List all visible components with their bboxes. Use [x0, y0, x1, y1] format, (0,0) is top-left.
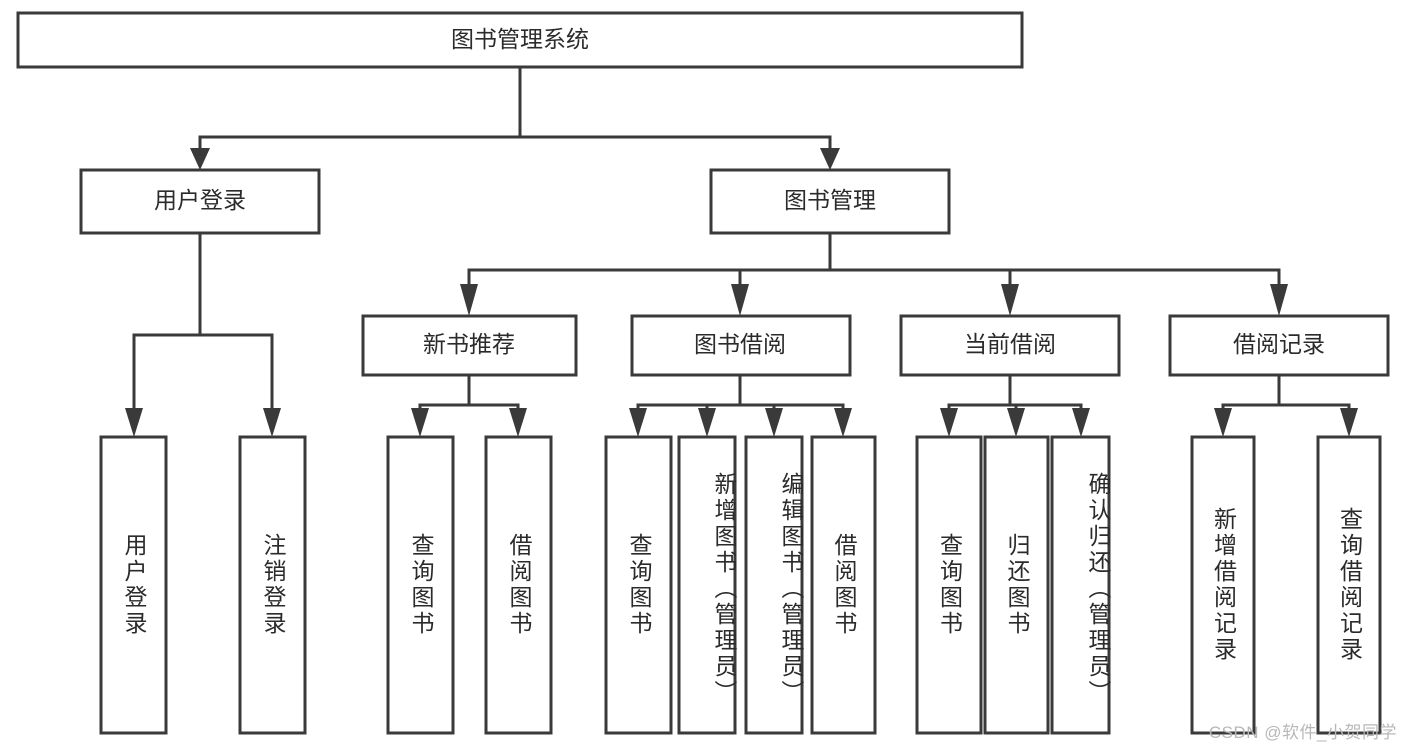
node-current-borrowing[interactable]: 当前借阅: [899, 314, 1121, 377]
node-root-label: 图书管理系统: [451, 26, 589, 52]
node-borrowing-record-label: 借阅记录: [1233, 331, 1325, 357]
arrow-head-borrow-leaf-4: [834, 408, 852, 437]
csdn-watermark: CSDN @软件_小贺同学: [1208, 723, 1397, 742]
node-book-management[interactable]: 图书管理: [709, 168, 951, 235]
node-new-book-recommendation[interactable]: 新书推荐: [361, 314, 578, 377]
node-borrowing-record-box[interactable]: [1168, 314, 1390, 377]
node-root-box[interactable]: [16, 11, 1024, 69]
node-root[interactable]: 图书管理系统: [16, 11, 1024, 69]
arrow-head-newbook-leaf-1: [411, 408, 429, 437]
leaf-box-query-books-current[interactable]: [915, 435, 983, 735]
arrow-head-leaf-logout: [263, 408, 281, 437]
leaf-box-add-borrow-record[interactable]: [1190, 435, 1256, 735]
node-user-login-label: 用户登录: [154, 187, 246, 213]
arrow-head-borrow-record: [1270, 284, 1288, 316]
leaf-box-add-book-admin[interactable]: [677, 435, 737, 735]
leaf-box-user-login[interactable]: [99, 435, 168, 735]
arrow-head-current-borrow: [1001, 284, 1019, 316]
node-new-book-recommendation-label: 新书推荐: [423, 331, 515, 357]
leaf-box-query-borrow-record[interactable]: [1316, 435, 1382, 735]
leaf-box-borrow-books-new[interactable]: [484, 435, 553, 735]
connector-layer: [125, 65, 1358, 437]
node-borrowing-record[interactable]: 借阅记录: [1168, 314, 1390, 377]
node-user-login[interactable]: 用户登录: [79, 168, 321, 235]
arrow-head-record-leaf-2: [1340, 408, 1358, 437]
leaf-box-edit-book-admin[interactable]: [744, 435, 804, 735]
leaf-box-confirm-return-admin[interactable]: [1050, 435, 1111, 735]
arrow-head-borrow-leaf-3: [765, 408, 783, 437]
node-book-borrowing-label: 图书借阅: [694, 331, 786, 357]
arrow-head-book-mgmt: [820, 148, 840, 170]
arrow-head-newbook-leaf-2: [509, 408, 527, 437]
arrow-head-current-leaf-3: [1072, 408, 1090, 437]
arrow-head-user-login: [190, 148, 210, 170]
arrow-head-book-borrow: [731, 284, 749, 316]
arrow-head-borrow-leaf-2: [698, 408, 716, 437]
node-book-management-box[interactable]: [709, 168, 951, 235]
leaf-box-logout[interactable]: [238, 435, 307, 735]
node-book-management-label: 图书管理: [784, 187, 876, 213]
node-new-book-recommendation-box[interactable]: [361, 314, 578, 377]
leaf-box-query-books-borrow[interactable]: [604, 435, 673, 735]
arrow-head-current-leaf-1: [940, 408, 958, 437]
node-current-borrowing-box[interactable]: [899, 314, 1121, 377]
leaf-box-return-books[interactable]: [983, 435, 1050, 735]
leaf-box-layer: [99, 435, 1382, 735]
arrow-head-leaf-user-login: [125, 408, 143, 437]
leaf-box-borrow-books-borrow[interactable]: [810, 435, 877, 735]
arrow-head-current-leaf-2: [1007, 408, 1025, 437]
node-book-borrowing-box[interactable]: [630, 314, 852, 377]
arrow-head-new-book-rec: [460, 284, 478, 316]
node-book-borrowing[interactable]: 图书借阅: [630, 314, 852, 377]
node-current-borrowing-label: 当前借阅: [964, 331, 1056, 357]
leaf-box-query-books-new[interactable]: [386, 435, 455, 735]
node-user-login-box[interactable]: [79, 168, 321, 235]
arrow-head-borrow-leaf-1: [629, 408, 647, 437]
arrow-head-record-leaf-1: [1214, 408, 1232, 437]
